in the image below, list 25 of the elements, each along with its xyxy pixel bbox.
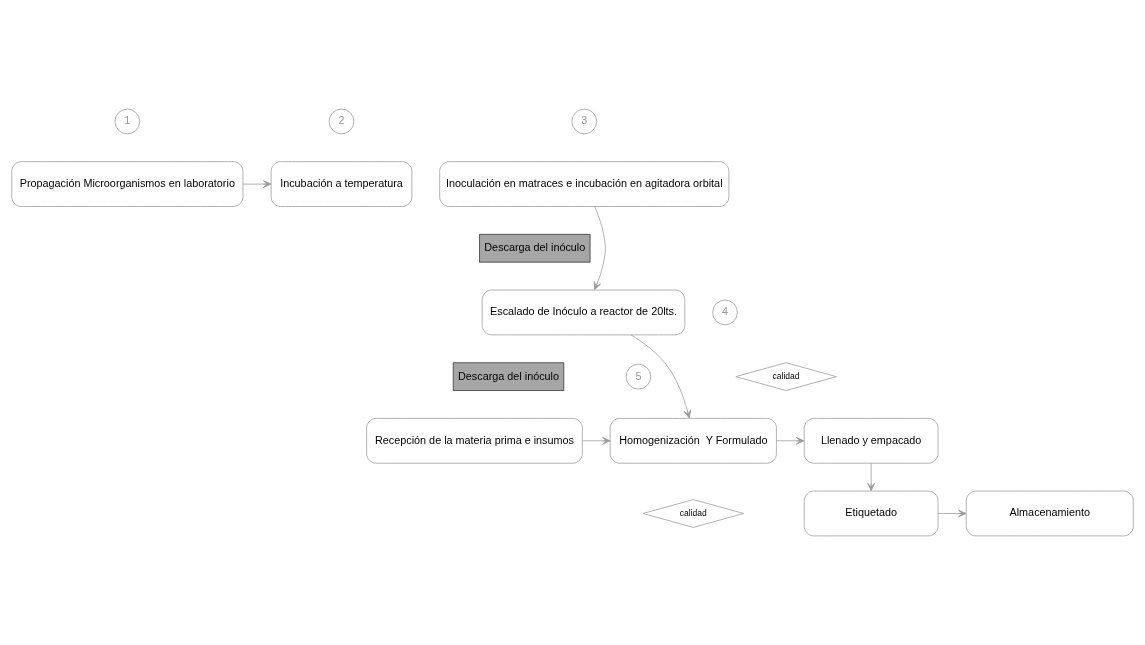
node-box: Homogenización Y Formulado <box>609 418 777 464</box>
node-box: Llenado y empacado <box>803 418 939 464</box>
arrow <box>937 509 967 518</box>
node-diamond: calidad <box>642 499 744 528</box>
node-circle: 3 <box>571 108 598 135</box>
arrow <box>582 436 611 445</box>
node-box: Descarga del inóculo <box>479 233 591 263</box>
node-diamond: calidad <box>735 362 837 391</box>
node-circle: 4 <box>712 299 738 326</box>
arrow <box>242 180 272 188</box>
node-box: Almacenamiento <box>965 490 1134 537</box>
arrow <box>630 334 692 419</box>
node-box: Recepción de la materia prima e insumos <box>366 418 583 464</box>
node-box: Propagación Microorganismos en laboratorio <box>11 161 244 207</box>
node-box: Descarga del inóculo <box>452 362 565 391</box>
node-circle: 5 <box>625 363 652 390</box>
node-circle: 2 <box>328 108 355 135</box>
node-circle: 1 <box>114 108 141 135</box>
arrow <box>776 436 805 445</box>
node-box: Escalado de Inóculo a reactor de 20lts. <box>481 289 686 336</box>
node-box: Inoculación en matraces e incubación en agitadora orbital <box>439 161 730 207</box>
arrow <box>593 206 606 291</box>
node-box: Incubación a temperatura <box>270 161 413 207</box>
node-box: Etiquetado <box>803 490 939 537</box>
arrow <box>867 462 875 492</box>
